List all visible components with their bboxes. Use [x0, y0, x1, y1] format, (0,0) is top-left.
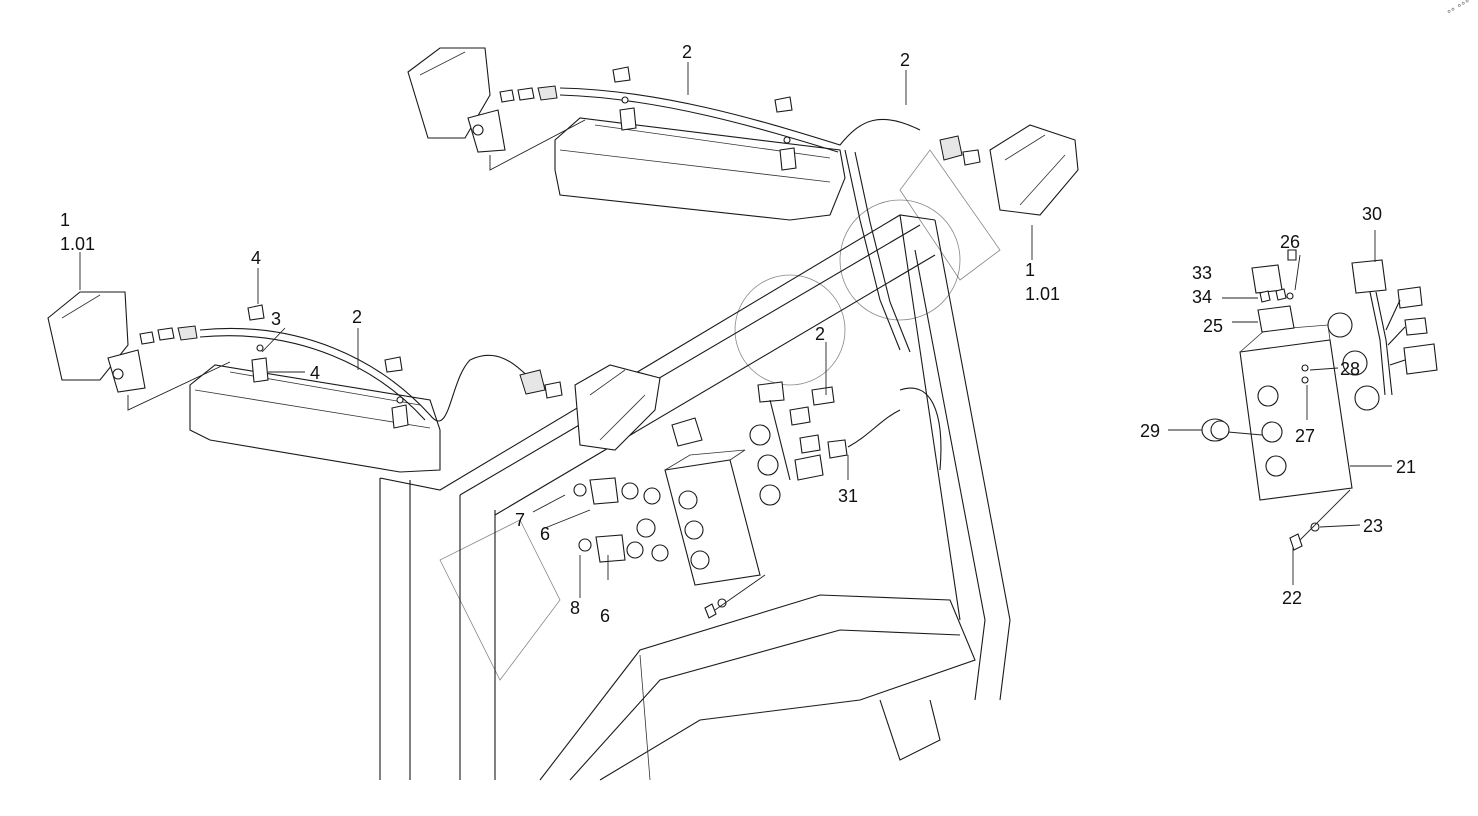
- work-light-top-right: [939, 124, 1079, 216]
- harness-connector-30: [1327, 259, 1438, 411]
- label-1-right: 1: [1025, 260, 1035, 280]
- wiring-harness: [199, 87, 942, 471]
- label-4-bottom: 4: [310, 363, 320, 383]
- label-6-upper: 6: [540, 524, 550, 544]
- switch-box-detail: [1201, 249, 1353, 551]
- label-1-left: 1: [60, 210, 70, 230]
- work-light-center: [519, 364, 661, 451]
- switch-box-center: [573, 417, 766, 619]
- label-30: 30: [1362, 204, 1382, 224]
- label-23: 23: [1363, 516, 1383, 536]
- label-34: 34: [1192, 287, 1212, 307]
- label-1-01-right: 1.01: [1025, 284, 1060, 304]
- label-2-left: 2: [352, 307, 362, 327]
- label-22: 22: [1282, 588, 1302, 608]
- label-31: 31: [838, 486, 858, 506]
- label-29: 29: [1140, 421, 1160, 441]
- label-2-top-right: 2: [900, 50, 910, 70]
- work-light-top-left: [407, 47, 586, 171]
- label-1-01-left: 1.01: [60, 234, 95, 254]
- label-25: 25: [1203, 316, 1223, 336]
- label-28: 28: [1340, 359, 1360, 379]
- label-2-mid: 2: [815, 324, 825, 344]
- label-26: 26: [1280, 232, 1300, 252]
- watermark: [439, 149, 1001, 681]
- label-27: 27: [1295, 426, 1315, 446]
- leader-lines: [79, 62, 1392, 598]
- work-light-left: [47, 291, 231, 411]
- label-2-top-left: 2: [682, 42, 692, 62]
- label-7: 7: [515, 510, 525, 530]
- label-8: 8: [570, 598, 580, 618]
- roof-beam-left: [189, 364, 441, 473]
- label-21: 21: [1396, 457, 1416, 477]
- harness-connectors-center: [749, 381, 901, 506]
- cab-frame: [379, 214, 1011, 781]
- label-3: 3: [271, 309, 281, 329]
- label-6-lower: 6: [600, 606, 610, 626]
- cable-clips: [247, 66, 797, 429]
- label-33: 33: [1192, 263, 1212, 283]
- roof-beam-top: [554, 117, 846, 221]
- label-4-top: 4: [251, 248, 261, 268]
- part-labels: 1 1.01 4 3 2 4 2 2 1 1.01 2 31 7 6 8 6 3…: [60, 42, 1416, 626]
